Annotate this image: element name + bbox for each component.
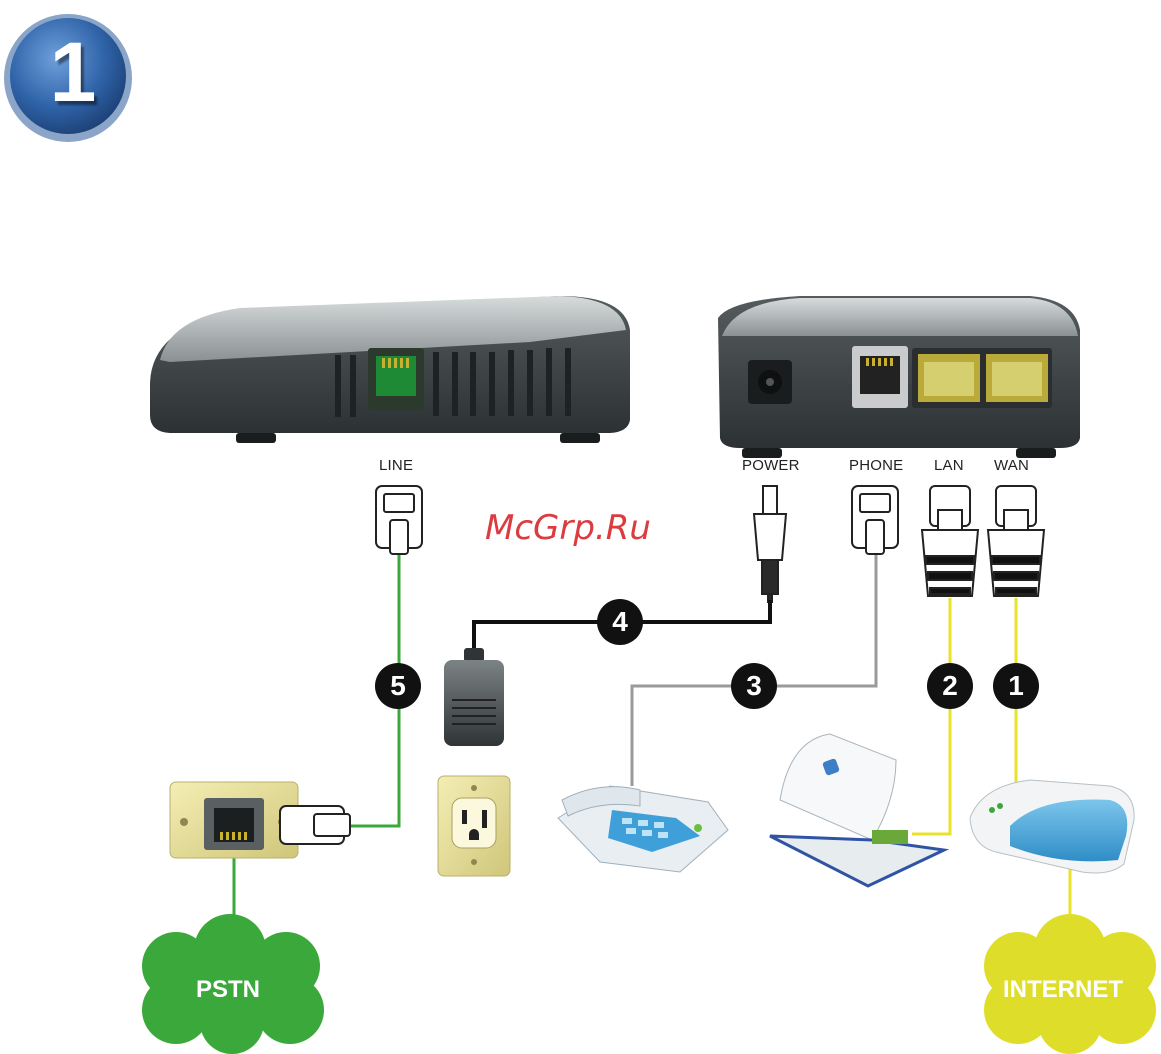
- internet-label: INTERNET: [1003, 976, 1123, 1004]
- marker-4-number: 4: [597, 599, 643, 645]
- wan-connector-icon: [988, 486, 1044, 596]
- power-outlet: [438, 776, 510, 876]
- lan-port-label: LAN: [934, 457, 964, 474]
- step-badge-number: 1: [23, 22, 123, 122]
- marker-1-number: 1: [993, 663, 1039, 709]
- phone-port-label: PHONE: [849, 457, 903, 474]
- wan-port-label: WAN: [994, 457, 1029, 474]
- marker-3-number: 3: [731, 663, 777, 709]
- power-port-label: POWER: [742, 457, 800, 474]
- device-side-view: [150, 296, 630, 443]
- router: [970, 780, 1134, 873]
- marker-5-number: 5: [375, 663, 421, 709]
- cable-lan: [912, 598, 950, 834]
- pstn-label: PSTN: [196, 976, 260, 1004]
- wall-phone-jack: [170, 782, 350, 858]
- marker-2-number: 2: [927, 663, 973, 709]
- line-connector-icon: [376, 486, 422, 554]
- laptop: [770, 734, 944, 886]
- watermark: McGrp.Ru: [485, 508, 651, 548]
- power-plug-icon: [754, 486, 786, 602]
- device-rear-view: [718, 296, 1080, 458]
- lan-connector-icon: [922, 486, 978, 596]
- power-adapter: [444, 648, 504, 746]
- phone-connector-icon: [852, 486, 898, 554]
- telephone: [558, 786, 728, 872]
- line-port-label: LINE: [379, 457, 413, 474]
